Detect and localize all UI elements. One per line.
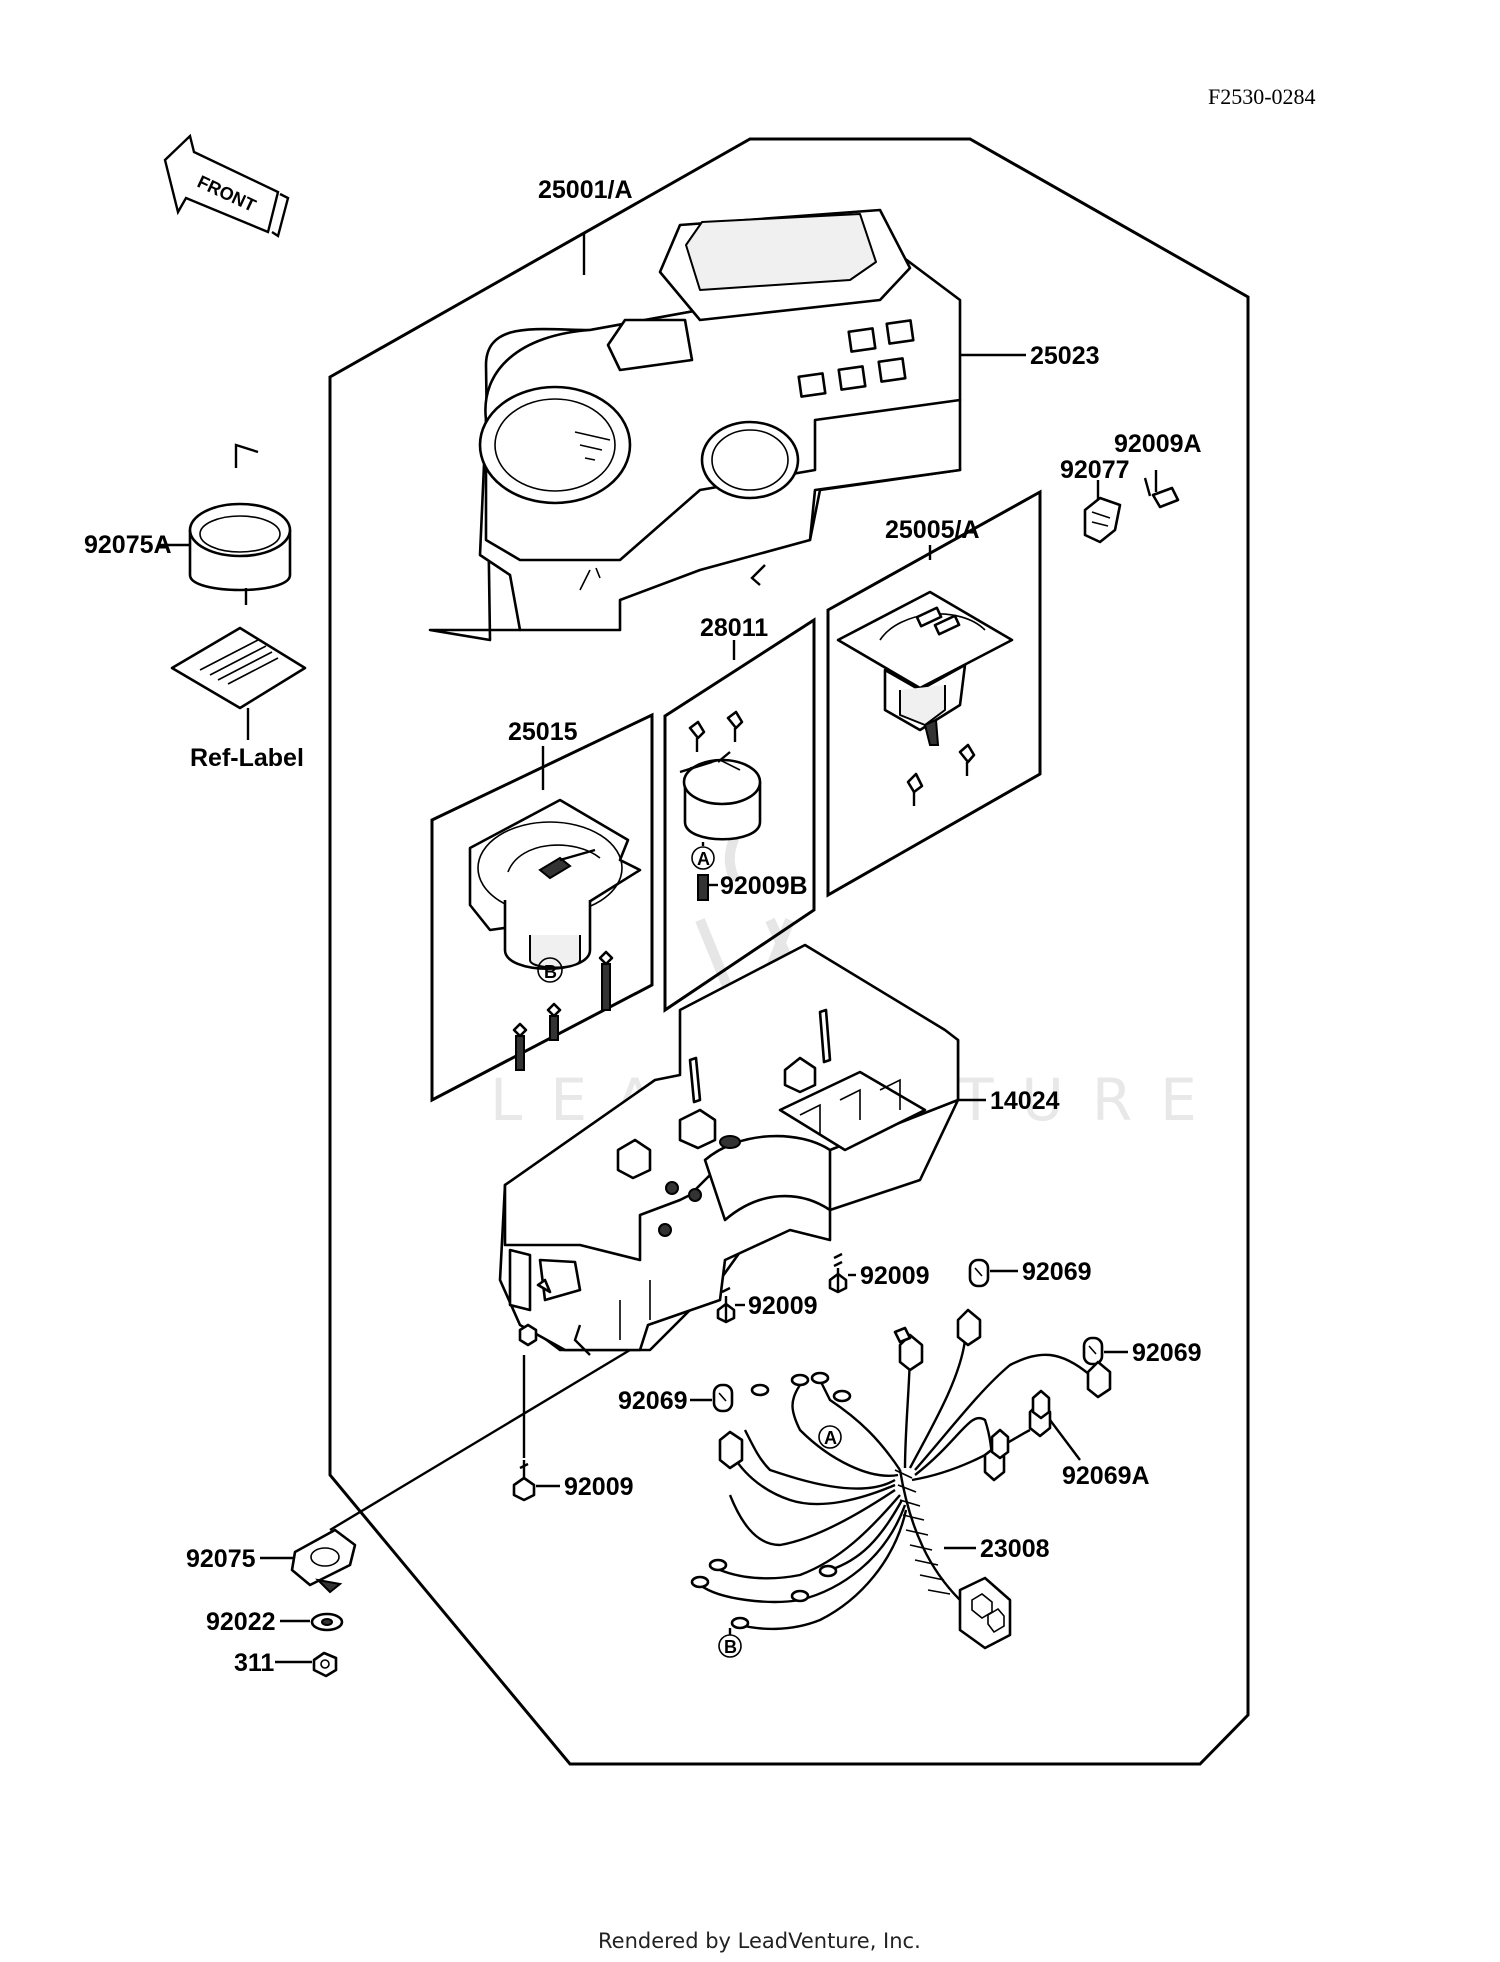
callout-23008: 23008	[980, 1535, 1050, 1563]
callout-311: 311	[234, 1649, 274, 1677]
speedo-panel-box	[826, 489, 1042, 898]
callout-92009-2: 92009	[748, 1292, 818, 1320]
callout-92069a: 92069A	[1062, 1462, 1150, 1490]
callout-28011: 28011	[700, 614, 768, 642]
screw-92009-2	[716, 1286, 736, 1324]
callout-92009-1: 92009	[860, 1262, 930, 1290]
socket-92069-right	[1082, 1336, 1104, 1366]
clock-28011	[679, 710, 762, 901]
marker-b-harness: B	[724, 1637, 737, 1657]
meter-case-14024	[498, 943, 960, 1356]
screw-92009-3	[512, 1460, 536, 1502]
front-arrow-icon: FRONT	[163, 133, 290, 238]
ref-label-sticker	[170, 626, 307, 740]
callout-92009-3: 92009	[564, 1473, 634, 1501]
trip-knob-92077	[1083, 477, 1180, 544]
drawing-code: F2530-0284	[1208, 84, 1316, 109]
callout-92077: 92077	[1060, 456, 1130, 484]
damper-92075	[290, 1528, 357, 1594]
ring-92075a	[188, 443, 292, 605]
assembly-outline	[328, 137, 1250, 1766]
tacho-panel-box	[430, 712, 654, 1103]
callout-25001a: 25001/A	[538, 176, 633, 204]
clock-panel-box	[663, 617, 816, 1013]
washer-92022	[310, 1612, 344, 1632]
nut-311	[312, 1651, 338, 1678]
callout-ref-label: Ref-Label	[190, 744, 304, 772]
callout-92075a: 92075A	[84, 531, 172, 559]
wiring-harness-23008	[690, 1308, 1112, 1658]
callout-92069-right: 92069	[1132, 1339, 1202, 1367]
damper-pointer	[329, 1348, 631, 1532]
callout-92069-left: 92069	[618, 1387, 688, 1415]
marker-b-tacho: B	[544, 962, 557, 982]
socket-92069-top	[968, 1258, 990, 1288]
marker-a-clock: A	[697, 849, 710, 869]
footer-credit: Rendered by LeadVenture, Inc.	[598, 1929, 921, 1953]
callout-92075: 92075	[186, 1545, 256, 1573]
callout-92009a: 92009A	[1114, 430, 1202, 458]
callout-92022: 92022	[206, 1608, 276, 1636]
tachometer-25015	[468, 798, 642, 1071]
meter-cover-25023	[428, 208, 962, 642]
callout-25005a: 25005/A	[885, 516, 980, 544]
callout-25023: 25023	[1030, 342, 1100, 370]
socket-92069-left	[712, 1383, 734, 1413]
socket-a-leader	[1049, 1419, 1081, 1461]
screw-92009-1	[828, 1252, 848, 1294]
callout-25015: 25015	[508, 718, 578, 746]
callout-14024: 14024	[990, 1087, 1060, 1115]
callout-92069-top: 92069	[1022, 1258, 1092, 1286]
marker-a-harness: A	[824, 1428, 837, 1448]
callout-92009b: 92009B	[720, 872, 808, 900]
speedometer-25005a	[836, 590, 1014, 806]
